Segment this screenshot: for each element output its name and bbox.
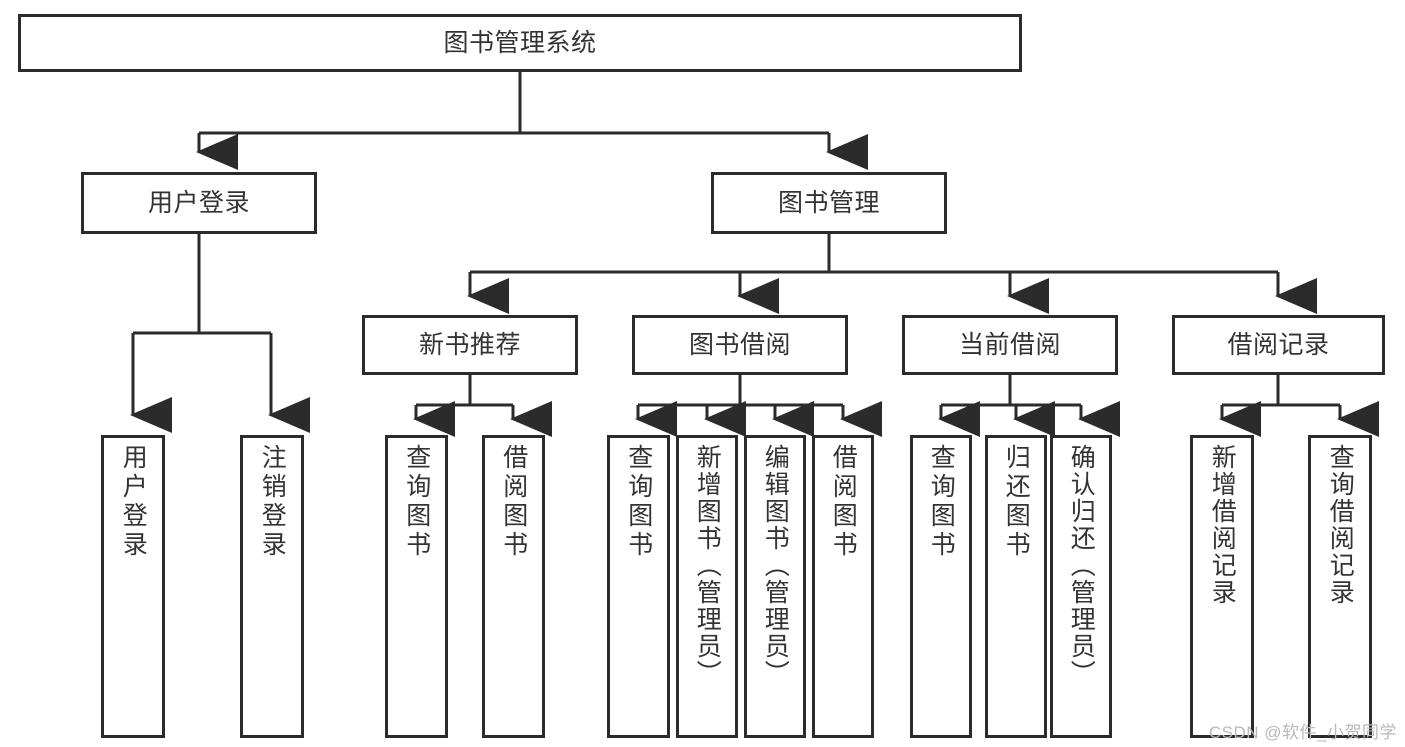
node-label: 查询借阅记录	[1326, 444, 1355, 606]
node-current-borrow[interactable]: 当前借阅	[902, 315, 1118, 375]
node-label: 当前借阅	[958, 331, 1061, 359]
node-label: 用户登录	[147, 189, 250, 217]
leaf-borrow-book-borrow[interactable]: 借阅图书	[812, 435, 874, 738]
leaf-query-book-recommend[interactable]: 查询图书	[385, 435, 448, 738]
node-label: 用户登录	[119, 444, 148, 560]
node-label: 编辑图书（管理员）	[761, 444, 790, 687]
leaf-query-borrow-record[interactable]: 查询借阅记录	[1308, 435, 1372, 738]
leaf-confirm-return-admin[interactable]: 确认归还（管理员）	[1050, 435, 1112, 738]
node-label: 查询图书	[624, 444, 653, 560]
node-label: 借阅图书	[499, 444, 528, 560]
leaf-user-login[interactable]: 用户登录	[101, 435, 165, 738]
node-label: 查询图书	[402, 444, 431, 560]
node-label: 新书推荐	[418, 331, 521, 359]
leaf-edit-book-admin[interactable]: 编辑图书（管理员）	[744, 435, 806, 738]
watermark: CSDN @软件_小贺同学	[1208, 723, 1397, 742]
leaf-query-book-borrow[interactable]: 查询图书	[607, 435, 670, 738]
node-new-book-recommend[interactable]: 新书推荐	[362, 315, 578, 375]
leaf-borrow-book-recommend[interactable]: 借阅图书	[482, 435, 545, 738]
leaf-query-book-current[interactable]: 查询图书	[910, 435, 972, 738]
node-label: 图书借阅	[688, 331, 791, 359]
node-label: 新增借阅记录	[1208, 444, 1237, 606]
leaf-add-book-admin[interactable]: 新增图书（管理员）	[676, 435, 738, 738]
node-book-manage[interactable]: 图书管理	[711, 172, 947, 234]
node-label: 注销登录	[258, 444, 287, 560]
node-label: 借阅图书	[829, 444, 858, 560]
node-user-login[interactable]: 用户登录	[81, 172, 317, 234]
node-label: 查询图书	[927, 444, 956, 560]
node-label: 新增图书（管理员）	[693, 444, 722, 687]
node-label: 图书管理	[777, 189, 880, 217]
node-root-system[interactable]: 图书管理系统	[18, 14, 1022, 72]
node-label: 确认归还（管理员）	[1067, 444, 1096, 687]
leaf-add-borrow-record[interactable]: 新增借阅记录	[1190, 435, 1254, 738]
node-book-borrow[interactable]: 图书借阅	[632, 315, 848, 375]
node-label: 借阅记录	[1227, 331, 1330, 359]
node-label: 图书管理系统	[443, 29, 597, 57]
leaf-logout[interactable]: 注销登录	[240, 435, 304, 738]
node-label: 归还图书	[1002, 444, 1031, 560]
node-borrow-record[interactable]: 借阅记录	[1172, 315, 1385, 375]
leaf-return-book[interactable]: 归还图书	[985, 435, 1047, 738]
